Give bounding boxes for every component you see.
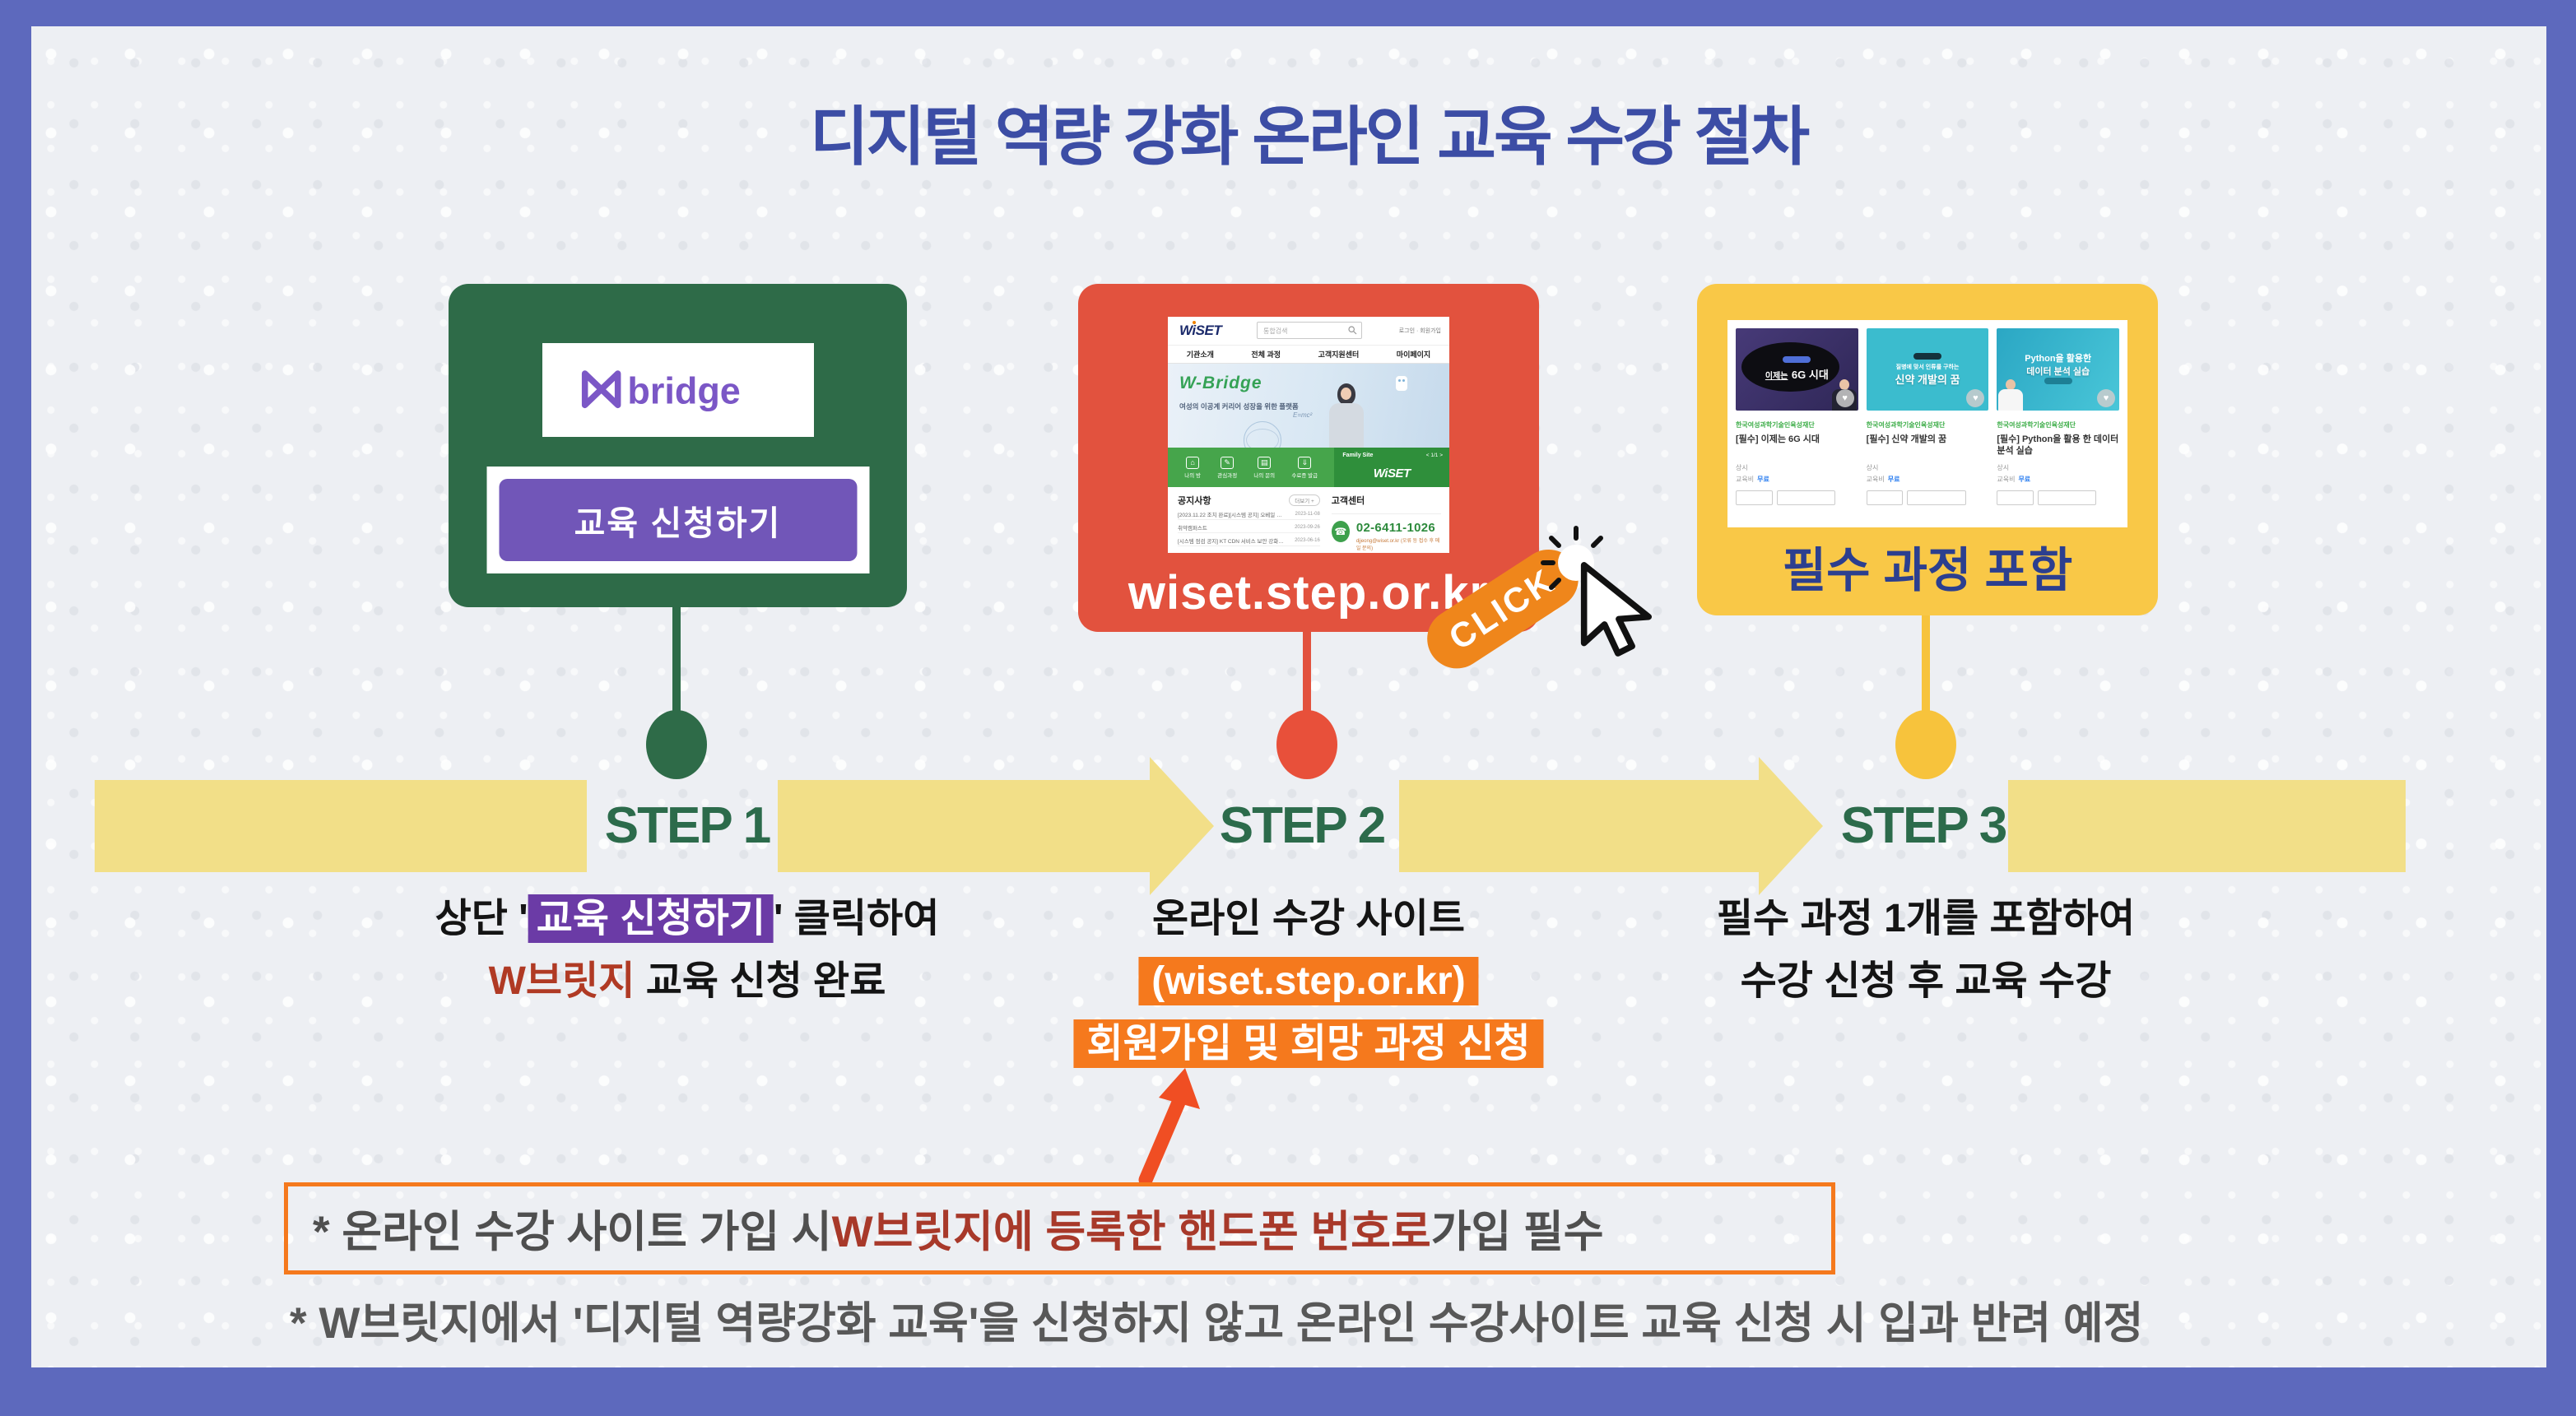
quick-menu-certificate[interactable]: ⇓ 수료증 발급 bbox=[1291, 456, 1318, 479]
customer-center-phone: 02-6411-1026 bbox=[1355, 521, 1436, 535]
cursor-icon bbox=[1580, 562, 1652, 657]
course-action-stub[interactable] bbox=[1866, 490, 1904, 505]
site-content: 공지사항 더보기 + [2023.11.22 조치 완료][시스템 공지] 오베… bbox=[1168, 487, 1449, 553]
course-action-stub[interactable] bbox=[1997, 490, 2034, 505]
notice-row[interactable]: 취약캠퍼스트 2023-09-26 bbox=[1178, 522, 1320, 533]
family-site-pager[interactable]: < 1/1 > bbox=[1425, 453, 1443, 458]
course-card-python[interactable]: Python을 활용한 데이터 분석 실습 ♥ 한국여성과학기술인육성재단 [필… bbox=[1997, 328, 2120, 519]
search-icon bbox=[1348, 326, 1357, 335]
site-search-input[interactable]: 통합검색 bbox=[1257, 322, 1362, 339]
course-list-screenshot: 이제는 6G 시대 ♥ 한국여성과학기술인육성재단 [필수] 이제는 6G 시대… bbox=[1727, 320, 2127, 527]
download-icon: ⇓ bbox=[1298, 456, 1312, 469]
timeline-arrowhead bbox=[1150, 757, 1214, 895]
banner-title: W-Bridge bbox=[1179, 374, 1262, 392]
step3-card: 이제는 6G 시대 ♥ 한국여성과학기술인육성재단 [필수] 이제는 6G 시대… bbox=[1697, 284, 2158, 615]
nav-item-courses[interactable]: 전체 과정 bbox=[1251, 351, 1281, 359]
quick-menu-myroom[interactable]: ⌂ 나의 방 bbox=[1184, 456, 1201, 479]
site-login-link[interactable]: 로그인 · 회원가입 bbox=[1398, 328, 1441, 334]
customer-center-title: 고객센터 bbox=[1331, 496, 1365, 506]
course-card-6g[interactable]: 이제는 6G 시대 ♥ 한국여성과학기술인육성재단 [필수] 이제는 6G 시대… bbox=[1736, 328, 1858, 519]
presenter-figure bbox=[1998, 379, 2024, 411]
site-header: WiSET 통합검색 로그인 · 회원가입 bbox=[1168, 317, 1449, 345]
robot-decoration bbox=[1395, 375, 1408, 392]
page-title: 디지털 역량 강화 온라인 교육 수강 절차 bbox=[809, 100, 1810, 173]
site-quick-menu-strip: ⌂ 나의 방 ✎ 관심과정 ▤ 나의 문의 ⇓ 수료증 발급 bbox=[1168, 448, 1449, 487]
notice-row[interactable]: [시스템 점검 공지] KT CDN 서비스 보안 강화 작업 · 2023.0… bbox=[1178, 535, 1320, 546]
step2-label: STEP 2 bbox=[1219, 797, 1387, 854]
course-card-newdrug[interactable]: 질병에 맞서 인류를 구하는 신약 개발의 꿈 ♥ 한국여성과학기술인육성재단 … bbox=[1866, 328, 1989, 519]
home-icon: ⌂ bbox=[1186, 456, 1200, 469]
quick-menu-favorites[interactable]: ✎ 관심과정 bbox=[1217, 456, 1238, 479]
note-pointer-arrow-icon bbox=[1138, 1068, 1200, 1186]
pencil-icon: ✎ bbox=[1221, 456, 1235, 469]
wiset-url-caption: wiset.step.or.kr bbox=[1128, 566, 1490, 620]
phone-icon: ☎ bbox=[1331, 521, 1350, 542]
timeline-band bbox=[1399, 780, 1759, 872]
apply-button-frame: 교육 신청하기 bbox=[486, 467, 869, 573]
wiset-logo: WiSET bbox=[1179, 323, 1222, 338]
step2-card: WiSET 통합검색 로그인 · 회원가입 기관소개 전체 과정 고객지원센터 … bbox=[1078, 284, 1539, 632]
timeline-band bbox=[778, 780, 1150, 872]
course-action-stub[interactable] bbox=[2037, 490, 2097, 505]
course-action-stub[interactable] bbox=[1736, 490, 1773, 505]
course-thumbnail: 질병에 맞서 인류를 구하는 신약 개발의 꿈 ♥ bbox=[1866, 328, 1989, 411]
rejection-warning-note: * W브릿지에서 '디지털 역량강화 교육'을 신청하지 않고 온라인 수강사이… bbox=[290, 1299, 2144, 1348]
favorite-heart-button[interactable]: ♥ bbox=[2097, 389, 2116, 407]
paper-background bbox=[31, 26, 2546, 1367]
step1-card: bridge 교육 신청하기 bbox=[449, 284, 907, 607]
customer-center-email: djjeong@wiset.or.kr (오류 등 접수 후 메일 문의) bbox=[1355, 539, 1440, 551]
step1-label: STEP 1 bbox=[604, 797, 772, 854]
notice-row[interactable]: [2023.11.22 조치 완료][시스템 공지] 오베일 웹/STEP 관련… bbox=[1178, 508, 1320, 520]
course-action-stub[interactable] bbox=[1907, 490, 1966, 505]
site-banner: W-Bridge 여성의 이공계 커리어 성장을 위한 플랫폼 E=mc² bbox=[1168, 364, 1449, 448]
step1-connector bbox=[672, 607, 681, 714]
step3-description: 필수 과정 1개를 포함하여 수강 신청 후 교육 수강 bbox=[1716, 897, 2136, 1003]
education-apply-button[interactable]: 교육 신청하기 bbox=[499, 479, 857, 561]
timeline-band bbox=[95, 780, 587, 872]
banner-subtitle: 여성의 이공계 커리어 성장을 위한 플랫폼 bbox=[1179, 402, 1299, 411]
nav-item-support[interactable]: 고객지원센터 bbox=[1318, 351, 1360, 359]
step2-connector bbox=[1303, 632, 1311, 714]
nav-item-about[interactable]: 기관소개 bbox=[1186, 351, 1214, 359]
family-site-label: Family Site bbox=[1342, 453, 1374, 458]
list-icon: ▤ bbox=[1258, 456, 1272, 469]
course-action-stub[interactable] bbox=[1776, 490, 1835, 505]
notice-section: 공지사항 더보기 + [2023.11.22 조치 완료][시스템 공지] 오베… bbox=[1178, 494, 1320, 553]
step3-label: STEP 3 bbox=[1840, 797, 2008, 854]
orange-highlight: 회원가입 및 희망 과정 신청 bbox=[1073, 1019, 1544, 1068]
quick-menu-inquiry[interactable]: ▤ 나의 문의 bbox=[1253, 456, 1276, 479]
favorite-heart-button[interactable]: ♥ bbox=[1966, 389, 1985, 407]
signup-warning-note: * 온라인 수강 사이트 가입 시 W브릿지에 등록한 핸드폰 번호로 가입 필… bbox=[284, 1182, 1835, 1274]
customer-center-section: 고객센터 ☎ 02-6411-1026 djjeong@wiset.or.kr … bbox=[1331, 494, 1441, 553]
family-site-panel: Family Site < 1/1 > WiSET bbox=[1334, 448, 1449, 487]
search-placeholder: 통합검색 bbox=[1263, 327, 1288, 335]
notice-title: 공지사항 bbox=[1178, 496, 1211, 506]
wiset-site-screenshot: WiSET 통합검색 로그인 · 회원가입 기관소개 전체 과정 고객지원센터 … bbox=[1168, 317, 1449, 553]
site-nav: 기관소개 전체 과정 고객지원센터 마이페이지 bbox=[1168, 345, 1449, 364]
purple-highlight: 교육 신청하기 bbox=[528, 894, 774, 943]
notice-more-button[interactable]: 더보기 + bbox=[1289, 494, 1320, 506]
orange-highlight: (wiset.step.or.kr) bbox=[1138, 957, 1479, 1005]
favorite-heart-button[interactable]: ♥ bbox=[1835, 389, 1854, 407]
step1-dot bbox=[646, 710, 707, 779]
step3-connector bbox=[1922, 615, 1930, 714]
wbridge-logo-box: bridge bbox=[542, 343, 814, 437]
click-callout: CLICK bbox=[1416, 526, 1683, 699]
wbridge-logo-text: bridge bbox=[627, 370, 741, 412]
required-course-caption: 필수 과정 포함 bbox=[1782, 544, 2073, 597]
formula-decoration: E=mc² bbox=[1293, 411, 1313, 419]
course-thumbnail: Python을 활용한 데이터 분석 실습 ♥ bbox=[1997, 328, 2120, 411]
step1-description: 상단 '교육 신청하기' 클릭하여 W브릿지 교육 신청 완료 bbox=[435, 894, 939, 1019]
step2-description: 온라인 수강 사이트 (wiset.step.or.kr) 회원가입 및 희망 … bbox=[1073, 894, 1544, 1081]
wireframe-sphere-decoration bbox=[1244, 421, 1281, 448]
timeline-band bbox=[2008, 780, 2406, 872]
course-thumbnail: 이제는 6G 시대 ♥ bbox=[1736, 328, 1858, 411]
wbridge-logo-icon: bridge bbox=[581, 370, 741, 412]
nav-item-mypage[interactable]: 마이페이지 bbox=[1396, 351, 1431, 359]
step3-dot bbox=[1895, 710, 1956, 779]
banner-person-photo bbox=[1326, 383, 1367, 448]
step2-dot bbox=[1276, 710, 1337, 779]
family-site-logo: WiSET bbox=[1373, 467, 1411, 481]
timeline-arrowhead bbox=[1759, 757, 1823, 895]
